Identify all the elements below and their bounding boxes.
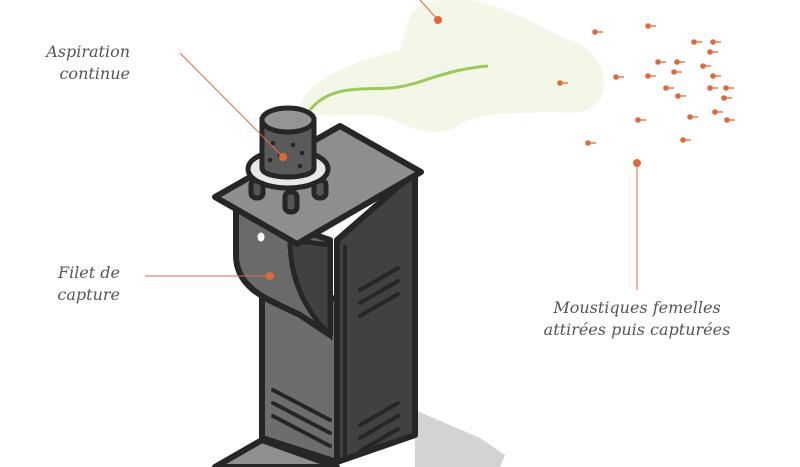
mosquito [687,114,698,120]
label-line: Moustiques femelles [553,298,721,317]
attractant-cloud [300,0,604,132]
vent-slots [271,266,400,453]
label-line: capture [57,285,120,304]
mosquito [655,59,666,65]
label-filet: Filet de capture [57,262,120,306]
mosquito [671,69,682,75]
label-moustiques: Moustiques femelles attirées puis captur… [517,297,757,341]
mosquito [592,29,603,35]
callout-dots [266,16,641,280]
mosquito [700,63,711,69]
mosquito [724,117,735,123]
label-line: Filet de [57,263,120,282]
label-line: attirées puis capturées [543,320,731,339]
mosquito [707,85,718,91]
shadow [415,410,505,467]
mosquito [710,39,721,45]
mosquito [680,137,691,143]
legs [248,177,329,215]
mosquito [710,73,721,79]
mosquito [645,23,656,29]
mosquito [691,39,702,45]
mosquito [723,85,734,91]
mosquito [663,85,674,91]
mosquito [557,80,568,86]
mosquito [635,117,646,123]
mosquito [585,140,596,146]
label-line: continue [59,64,130,83]
mosquito [645,73,656,79]
label-line: Aspiration [46,42,130,61]
mosquito [675,93,686,99]
column-side [334,169,418,465]
mosquito [721,95,732,101]
intake-cylinder [259,117,317,180]
plume-line [308,64,489,111]
mosquito [613,74,624,80]
mosquito-swarm [557,23,735,146]
base-plate [212,437,340,467]
mosquito [674,59,685,65]
label-aspiration: Aspiration continue [46,41,130,85]
mosquito [707,49,718,55]
mosquito [712,109,723,115]
